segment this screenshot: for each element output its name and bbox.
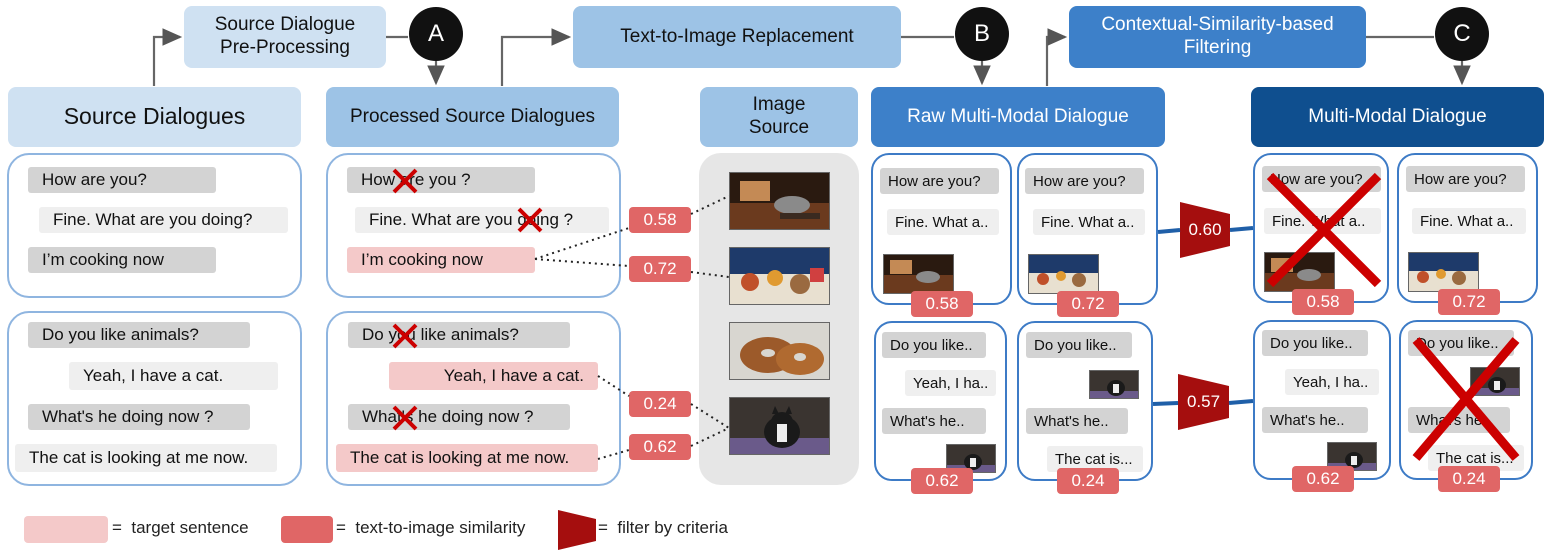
rejected-cross-icon — [1262, 168, 1386, 292]
raw-utterance: Yeah, I ha.. — [905, 370, 996, 396]
processed-target-sentence: I’m cooking now — [347, 247, 535, 273]
food-table-thumbnail — [1028, 254, 1099, 294]
cat-image — [729, 397, 830, 455]
legend-target-swatch — [24, 516, 108, 543]
processed-utterance: What's he doing now ? — [348, 404, 570, 430]
raw-score: 0.72 — [1057, 291, 1119, 317]
rejected-cross-icon — [1410, 334, 1522, 464]
mm-score: 0.72 — [1438, 289, 1500, 315]
legend-similarity-swatch — [281, 516, 333, 543]
source-utterance: What's he doing now ? — [28, 404, 250, 430]
raw-utterance: What's he.. — [1026, 408, 1128, 434]
processed-target-sentence: Yeah, I have a cat. — [389, 362, 598, 390]
processed-utterance: How are you ? — [347, 167, 535, 193]
raw-score: 0.24 — [1057, 468, 1119, 494]
raw-utterance: How are you? — [1025, 168, 1144, 194]
donuts-image — [729, 322, 830, 380]
remove-mark-icon — [515, 205, 545, 235]
raw-utterance: Do you like.. — [1026, 332, 1132, 358]
raw-utterance: Fine. What a.. — [1033, 209, 1145, 235]
raw-utterance: The cat is... — [1047, 446, 1143, 472]
mm-utterance: Fine. What a.. — [1412, 208, 1526, 234]
legend-filter-label: = filter by criteria — [598, 518, 728, 537]
source-utterance: Do you like animals? — [28, 322, 250, 348]
filter-funnel-1: 0.60 — [1180, 202, 1230, 258]
filter-threshold: 0.57 — [1186, 392, 1221, 411]
image-source-header: Image Source — [700, 87, 858, 147]
raw-utterance: What's he.. — [882, 408, 986, 434]
raw-utterance: Fine. What a.. — [887, 209, 999, 235]
kitchen-image — [729, 172, 830, 230]
mm-score: 0.62 — [1292, 466, 1354, 492]
filter-threshold: 0.60 — [1188, 220, 1222, 239]
legend-similarity-label: = text-to-image similarity — [336, 518, 526, 537]
kitchen-thumbnail — [883, 254, 954, 294]
processed-target-sentence: The cat is looking at me now. — [336, 444, 598, 472]
similarity-score: 0.24 — [629, 391, 691, 417]
food-table-thumbnail — [1408, 252, 1479, 292]
source-utterance: Fine. What are you doing? — [39, 207, 288, 233]
mm-utterance: How are you? — [1406, 166, 1525, 192]
marker-a: A — [409, 7, 463, 61]
source-utterance: Yeah, I have a cat. — [69, 362, 278, 390]
mm-score: 0.24 — [1438, 466, 1500, 492]
mm-dialogue-header: Multi-Modal Dialogue — [1251, 87, 1544, 147]
raw-utterance: How are you? — [880, 168, 999, 194]
remove-mark-icon — [390, 321, 420, 351]
processed-dialogues-header: Processed Source Dialogues — [326, 87, 619, 147]
similarity-score: 0.58 — [629, 207, 691, 233]
source-dialogues-header: Source Dialogues — [8, 87, 301, 147]
filter-stage: Contextual-Similarity-based Filtering — [1069, 6, 1366, 68]
remove-mark-icon — [390, 166, 420, 196]
similarity-score: 0.62 — [629, 434, 691, 460]
preprocess-stage: Source Dialogue Pre-Processing — [184, 6, 386, 68]
filter-funnel-2: 0.57 — [1178, 374, 1229, 430]
processed-utterance: Do you like animals? — [348, 322, 570, 348]
legend-target-label: = target sentence — [112, 518, 249, 537]
raw-utterance: Do you like.. — [882, 332, 986, 358]
t2i-stage: Text-to-Image Replacement — [573, 6, 901, 68]
raw-score: 0.62 — [911, 468, 973, 494]
raw-score: 0.58 — [911, 291, 973, 317]
mm-score: 0.58 — [1292, 289, 1354, 315]
legend-filter-icon — [558, 510, 596, 550]
mm-utterance: Do you like.. — [1262, 330, 1368, 356]
raw-mm-header: Raw Multi-Modal Dialogue — [871, 87, 1165, 147]
marker-b: B — [955, 7, 1009, 61]
source-utterance: How are you? — [28, 167, 216, 193]
mm-utterance: What's he.. — [1262, 407, 1368, 433]
processed-utterance: Fine. What are you doing ? — [355, 207, 609, 233]
marker-c: C — [1435, 7, 1489, 61]
mm-utterance: Yeah, I ha.. — [1285, 369, 1379, 395]
source-utterance: The cat is looking at me now. — [15, 444, 277, 472]
food-table-image — [729, 247, 830, 305]
cat-thumbnail — [1089, 370, 1139, 399]
similarity-score: 0.72 — [629, 256, 691, 282]
source-utterance: I’m cooking now — [28, 247, 216, 273]
remove-mark-icon — [390, 403, 420, 433]
